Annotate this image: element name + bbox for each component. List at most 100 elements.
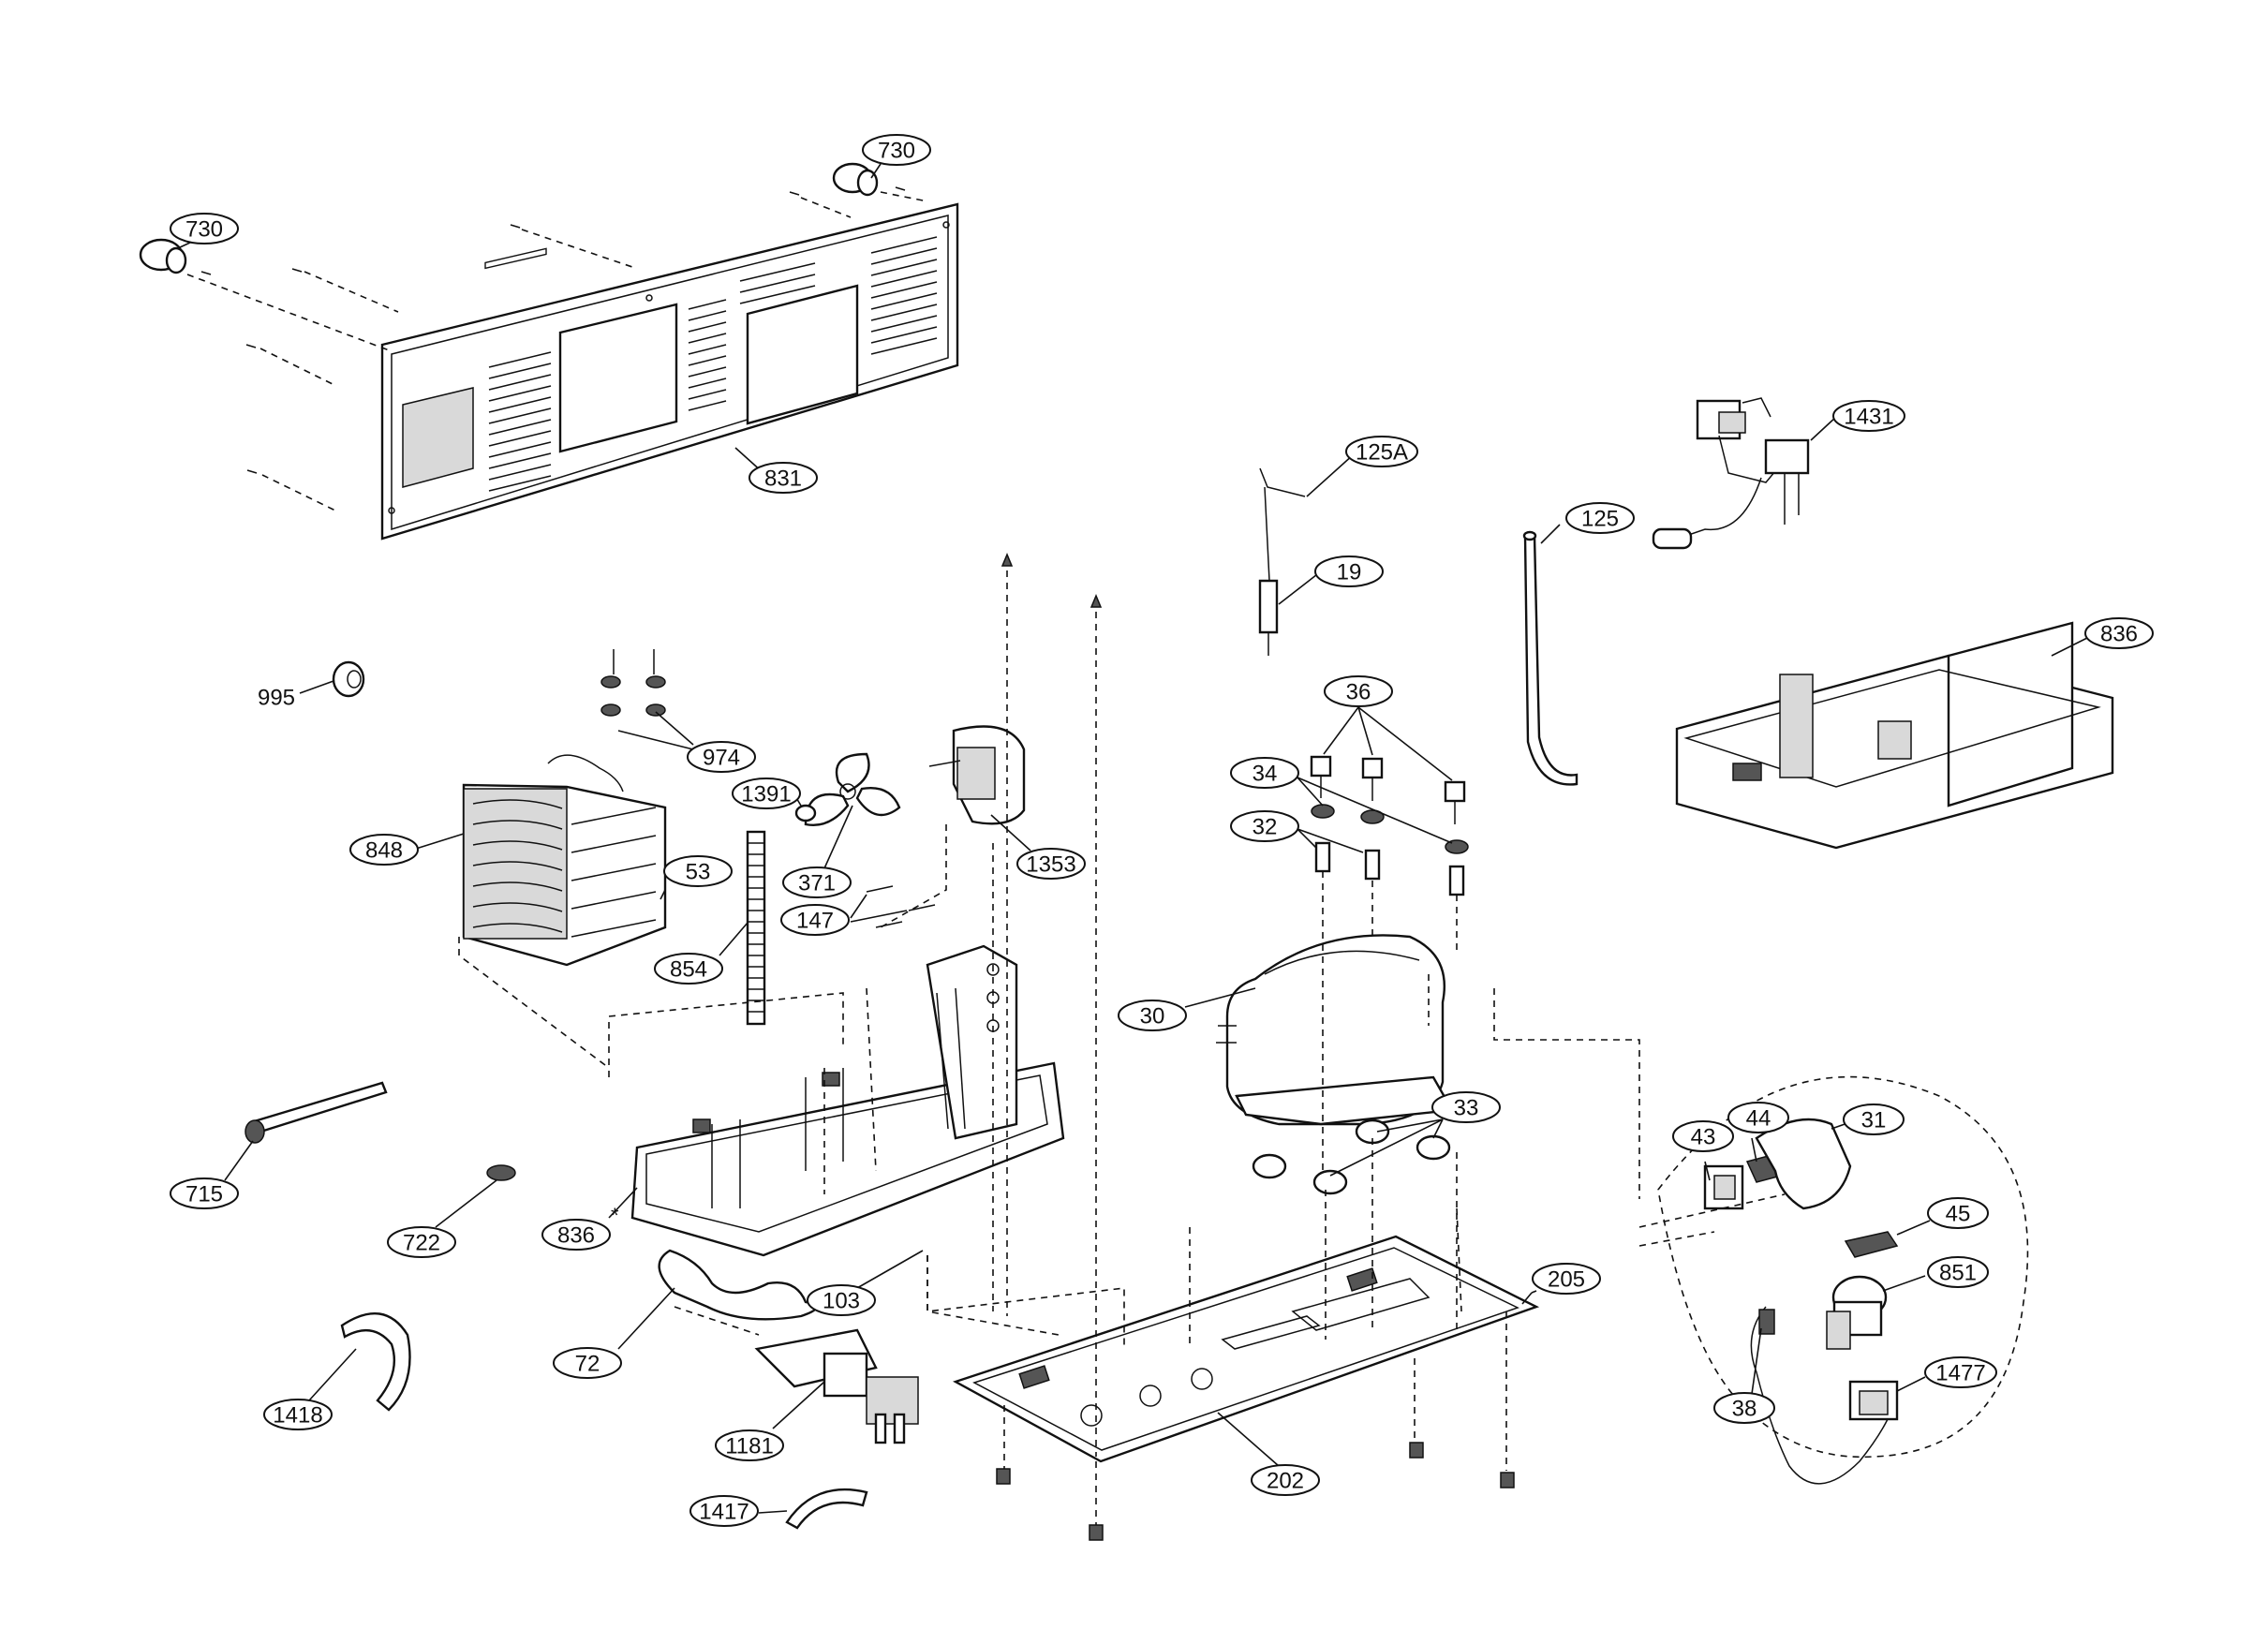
label-722: 722	[403, 1231, 440, 1256]
spacer-1391	[794, 804, 817, 822]
label-147: 147	[796, 909, 834, 934]
base-plate-202	[953, 1235, 1540, 1463]
label-831: 831	[764, 467, 802, 492]
callout-31: 31	[1831, 1103, 1905, 1135]
callout-125A: 125A	[1306, 436, 1418, 497]
screws-washers-974	[600, 649, 666, 717]
label-730-left: 730	[185, 217, 223, 243]
label-974: 974	[703, 746, 740, 771]
callout-72: 72	[553, 1287, 675, 1379]
label-730-top: 730	[878, 139, 915, 164]
callout-730-left: 730	[170, 213, 239, 249]
fan-motor-1353	[928, 725, 1026, 825]
label-125A: 125A	[1356, 440, 1408, 466]
washers-34	[1311, 804, 1469, 854]
label-72: 72	[575, 1352, 600, 1377]
callout-836-left: 836	[541, 1187, 638, 1251]
cord-38	[1750, 1306, 1889, 1485]
label-1181: 1181	[725, 1434, 774, 1459]
label-854: 854	[670, 957, 707, 983]
label-125: 125	[1581, 507, 1619, 532]
label-44: 44	[1746, 1106, 1771, 1132]
label-851: 851	[1939, 1261, 1977, 1286]
label-45: 45	[1946, 1202, 1971, 1227]
hose-1418	[340, 1312, 411, 1412]
clip-45	[1844, 1231, 1899, 1258]
callout-38: 38	[1713, 1327, 1775, 1424]
screws-147	[866, 885, 936, 928]
fan-blade-371	[804, 752, 901, 826]
label-38: 38	[1732, 1397, 1757, 1422]
back-cover-panel	[380, 202, 959, 541]
label-1477: 1477	[1935, 1361, 1985, 1386]
callout-848: 848	[349, 833, 465, 866]
callout-1181: 1181	[715, 1381, 825, 1461]
sleeves-32	[1314, 841, 1465, 896]
callout-371: 371	[782, 805, 853, 898]
compressor-assembly-lines	[1322, 871, 1458, 1340]
label-1417: 1417	[699, 1500, 749, 1525]
callout-44: 44	[1727, 1102, 1789, 1163]
label-715: 715	[185, 1182, 223, 1207]
clip-722	[486, 1164, 516, 1181]
label-32: 32	[1253, 815, 1278, 840]
callout-34: 34	[1230, 757, 1453, 844]
callout-45: 45	[1896, 1197, 1989, 1236]
cover-31	[1755, 1118, 1852, 1210]
label-34: 34	[1253, 762, 1278, 787]
callout-125: 125	[1540, 502, 1635, 544]
bolts-36	[1310, 755, 1466, 824]
label-53: 53	[686, 860, 711, 885]
electrical-group	[1638, 1075, 2029, 1485]
label-371: 371	[798, 871, 836, 896]
callout-43: 43	[1672, 1120, 1734, 1181]
callout-30: 30	[1118, 987, 1256, 1031]
callout-836-right: 836	[2051, 617, 2154, 657]
label-1431: 1431	[1844, 405, 1893, 430]
relay-1477	[1848, 1380, 1899, 1421]
label-836-left: 836	[557, 1223, 595, 1249]
water-valve-assembly	[658, 1249, 919, 1444]
asterisk-mark: *	[611, 1204, 619, 1227]
label-995: 995	[258, 686, 295, 711]
callout-202: 202	[1217, 1412, 1320, 1496]
control-box-836	[1675, 621, 2114, 850]
label-31: 31	[1861, 1108, 1887, 1133]
callout-831: 831	[734, 447, 818, 494]
assembly-lines	[458, 553, 1640, 1525]
base-bolts	[996, 1442, 1515, 1541]
heater-715	[245, 1081, 388, 1144]
drain-pan-836	[630, 944, 1065, 1257]
callout-103: 103	[807, 1250, 924, 1316]
label-103: 103	[823, 1289, 860, 1314]
panel-assembly-arrows	[186, 191, 928, 511]
callout-722: 722	[387, 1179, 497, 1258]
tube-125	[1522, 530, 1579, 786]
label-43: 43	[1691, 1125, 1716, 1150]
callout-715: 715	[170, 1140, 254, 1209]
label-205: 205	[1548, 1267, 1585, 1293]
label-30: 30	[1140, 1004, 1165, 1029]
drier-19	[1258, 467, 1306, 656]
drain-tube-854	[746, 830, 766, 1026]
callout-851: 851	[1882, 1256, 1989, 1292]
hose-1417	[785, 1488, 868, 1530]
compressor-30	[1216, 934, 1454, 1126]
bumper-730-left	[139, 238, 187, 274]
label-202: 202	[1267, 1469, 1304, 1494]
callout-730-top: 730	[862, 134, 931, 179]
callout-205: 205	[1521, 1263, 1601, 1305]
callout-32: 32	[1230, 810, 1364, 853]
label-1391: 1391	[741, 782, 791, 807]
label-1353: 1353	[1026, 852, 1075, 878]
callout-1417: 1417	[689, 1495, 788, 1527]
capacitor-851	[1826, 1275, 1888, 1350]
callout-1353: 1353	[990, 814, 1086, 880]
wiring-harness-1431	[1652, 397, 1810, 550]
callout-854: 854	[654, 922, 749, 985]
callout-995: 995	[258, 680, 334, 711]
callout-1391: 1391	[732, 778, 802, 809]
grommets-33	[1252, 1118, 1451, 1195]
